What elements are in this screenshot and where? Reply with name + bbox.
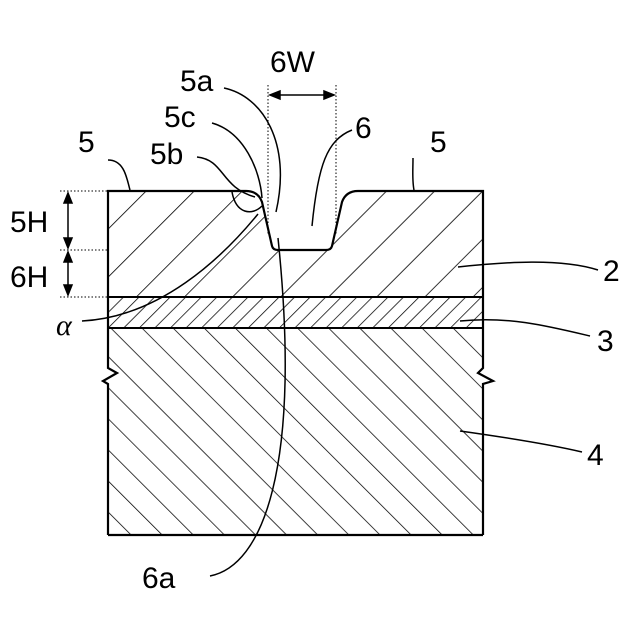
label-5-left: 5 [78, 126, 95, 159]
label-6a: 6a [142, 562, 176, 595]
label-4: 4 [587, 439, 604, 472]
label-6w: 6W [270, 46, 316, 79]
label-5c: 5c [164, 101, 196, 134]
label-6: 6 [355, 112, 372, 145]
label-5b: 5b [150, 138, 183, 171]
label-3: 3 [597, 325, 614, 358]
label-alpha: α [56, 309, 73, 342]
label-6h: 6H [10, 261, 48, 294]
label-5-right: 5 [430, 126, 447, 159]
layer-4-substrate [100, 328, 500, 538]
label-2: 2 [603, 255, 620, 288]
layer-3 [100, 297, 500, 328]
label-5h: 5H [10, 206, 48, 239]
label-5a: 5a [180, 65, 214, 98]
